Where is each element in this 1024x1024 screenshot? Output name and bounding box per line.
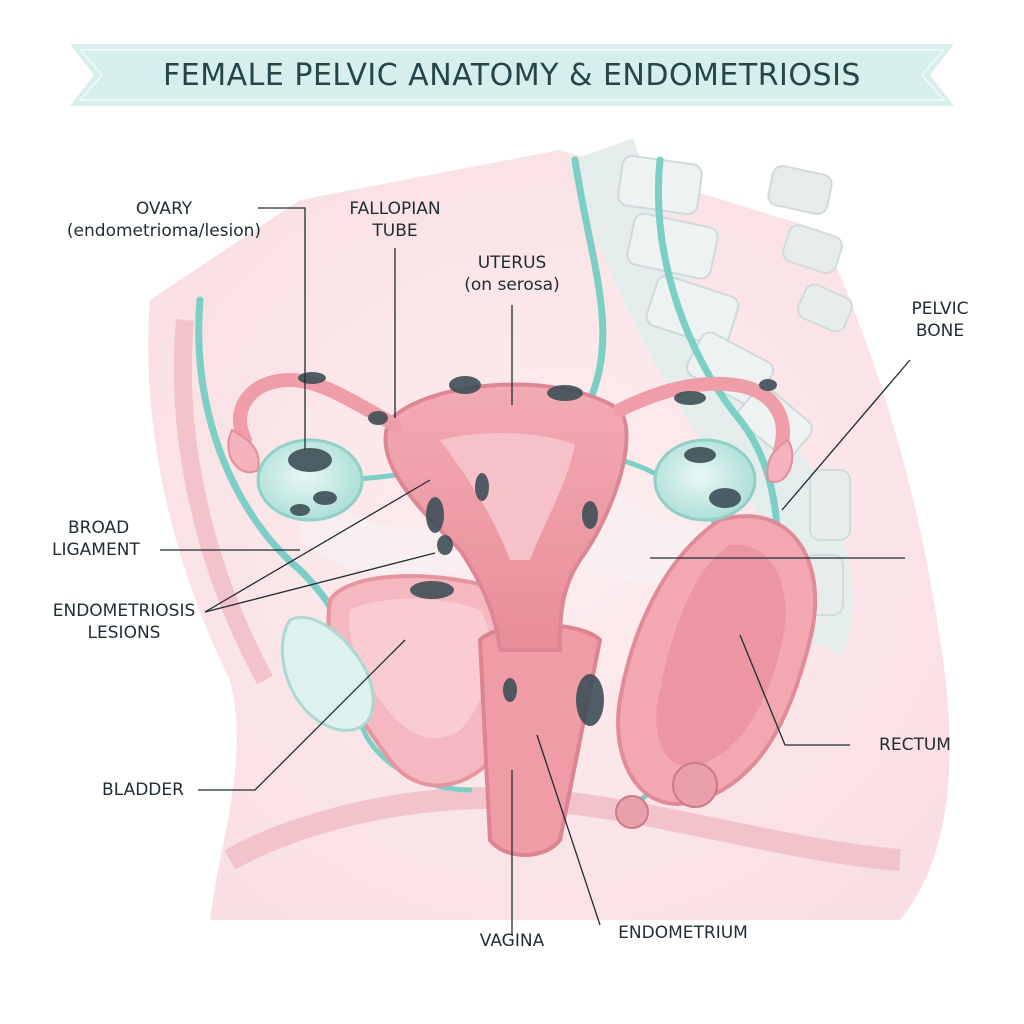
bladder-label: BLADDER: [102, 780, 184, 800]
pelvic-bone-label-line1: PELVIC: [911, 299, 969, 319]
bladder: [280, 574, 532, 788]
fallopian-label-line2: TUBE: [372, 221, 418, 241]
broad-ligament-label-line1: BROAD: [68, 518, 130, 538]
fallopian-label-line1: FALLOPIAN: [349, 199, 441, 219]
ovary-label-line1: OVARY: [135, 199, 193, 219]
label-rectum: RECTUM: [860, 734, 970, 756]
endometriosis-lesions: [288, 372, 777, 726]
leader-lines: [160, 207, 911, 935]
lesions-label-line2: LESIONS: [87, 623, 161, 643]
label-broad-ligament: BROAD LIGAMENT: [52, 517, 172, 561]
lesions-label-line1: ENDOMETRIOSIS: [52, 601, 196, 621]
ovary-label-line2: (endometrioma/lesion): [66, 221, 262, 241]
label-endometriosis-lesions: ENDOMETRIOSIS LESIONS: [40, 600, 208, 644]
uterus: [383, 382, 629, 652]
fallopian-tubes: [233, 372, 790, 457]
label-fallopian-tube: FALLOPIAN TUBE: [335, 198, 455, 242]
banner-ribbon: [70, 44, 954, 106]
endometrium-cavity: [440, 433, 575, 560]
label-uterus: UTERUS (on serosa): [452, 252, 572, 296]
page-title: FEMALE PELVIC ANATOMY & ENDOMETRIOSIS: [163, 58, 861, 93]
endometrium-label: ENDOMETRIUM: [618, 923, 748, 943]
label-pelvic-bone: PELVIC BONE: [885, 298, 995, 342]
pelvic-bone-label-line2: BONE: [915, 321, 965, 341]
rectum-label: RECTUM: [879, 735, 951, 755]
rectal-nodules: [615, 762, 718, 829]
title-banner: FEMALE PELVIC ANATOMY & ENDOMETRIOSIS: [70, 42, 954, 108]
label-endometrium: ENDOMETRIUM: [598, 922, 768, 944]
uterus-label-line2: (on serosa): [464, 275, 560, 295]
uterus-label-line1: UTERUS: [477, 253, 547, 273]
label-ovary: OVARY (endometrioma/lesion): [52, 198, 276, 242]
vagina-label: VAGINA: [479, 931, 545, 951]
label-bladder: BLADDER: [88, 779, 198, 801]
label-vagina: VAGINA: [458, 930, 566, 952]
rectum: [616, 514, 818, 806]
broad-ligament-label-line2: LIGAMENT: [52, 540, 140, 560]
